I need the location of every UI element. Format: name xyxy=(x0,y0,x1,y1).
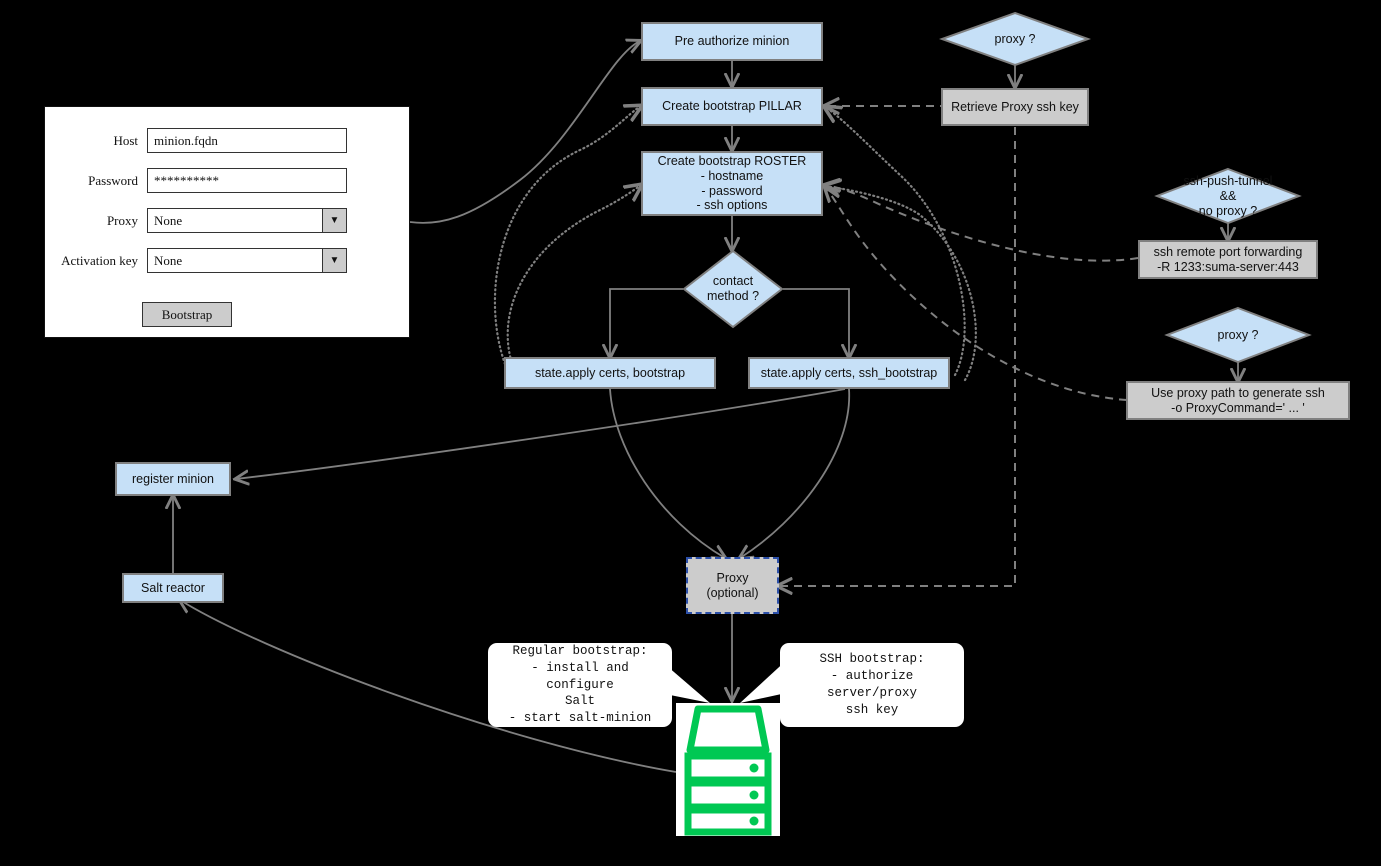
bootstrap-form-panel: Host minion.fqdn Password ********** Pro… xyxy=(44,106,410,338)
form-row-password: Password ********** xyxy=(55,168,347,193)
password-input[interactable]: ********** xyxy=(147,168,347,193)
chevron-down-icon[interactable]: ▼ xyxy=(322,249,346,272)
node-create-bootstrap-pillar[interactable]: Create bootstrap PILLAR xyxy=(641,87,823,126)
node-use-proxy-path[interactable]: Use proxy path to generate ssh -o ProxyC… xyxy=(1126,381,1350,420)
node-retrieve-proxy-ssh-key[interactable]: Retrieve Proxy ssh key xyxy=(941,88,1089,126)
host-label: Host xyxy=(113,132,138,148)
proxy-decision-top-label: proxy ? xyxy=(994,31,1036,46)
chevron-down-icon[interactable]: ▼ xyxy=(322,209,346,232)
activation-key-select[interactable]: None ▼ xyxy=(147,248,347,273)
form-row-host: Host minion.fqdn xyxy=(55,128,347,153)
node-register-minion[interactable]: register minion xyxy=(115,462,231,496)
node-salt-reactor[interactable]: Salt reactor xyxy=(122,573,224,603)
node-proxy-decision-top[interactable]: proxy ? xyxy=(939,11,1091,67)
server-stack-icon xyxy=(676,703,780,836)
node-contact-method-decision[interactable]: contact method ? xyxy=(682,249,784,329)
node-ssh-remote-port-forwarding[interactable]: ssh remote port forwarding -R 1233:suma-… xyxy=(1138,240,1318,279)
proxy-label: Proxy xyxy=(106,212,138,228)
ssh-push-tunnel-label: ssh-push-tunnel && no proxy ? xyxy=(1183,173,1273,218)
contact-method-label: contact method ? xyxy=(706,274,760,303)
node-state-apply-ssh-bootstrap[interactable]: state.apply certs, ssh_bootstrap xyxy=(748,357,950,389)
proxy-decision-bottom-label: proxy ? xyxy=(1217,327,1259,342)
node-proxy-decision-bottom[interactable]: proxy ? xyxy=(1164,306,1312,364)
form-row-activation-key: Activation key None ▼ xyxy=(55,248,347,273)
activation-key-label: Activation key xyxy=(61,252,138,268)
proxy-select[interactable]: None ▼ xyxy=(147,208,347,233)
node-create-bootstrap-roster[interactable]: Create bootstrap ROSTER - hostname - pas… xyxy=(641,151,823,216)
host-input[interactable]: minion.fqdn xyxy=(147,128,347,153)
password-label: Password xyxy=(88,172,138,188)
bootstrap-button[interactable]: Bootstrap xyxy=(142,302,232,327)
callout-ssh-bootstrap: SSH bootstrap: - authorize server/proxy … xyxy=(780,643,964,727)
callout-regular-bootstrap: Regular bootstrap: - install and configu… xyxy=(488,643,672,727)
node-state-apply-bootstrap[interactable]: state.apply certs, bootstrap xyxy=(504,357,716,389)
node-ssh-push-tunnel-decision[interactable]: ssh-push-tunnel && no proxy ? xyxy=(1154,167,1302,225)
form-row-proxy: Proxy None ▼ xyxy=(55,208,347,233)
node-proxy-optional[interactable]: Proxy (optional) xyxy=(686,557,779,614)
node-pre-authorize-minion[interactable]: Pre authorize minion xyxy=(641,22,823,61)
activation-key-select-value: None xyxy=(154,252,183,268)
proxy-select-value: None xyxy=(154,212,183,228)
